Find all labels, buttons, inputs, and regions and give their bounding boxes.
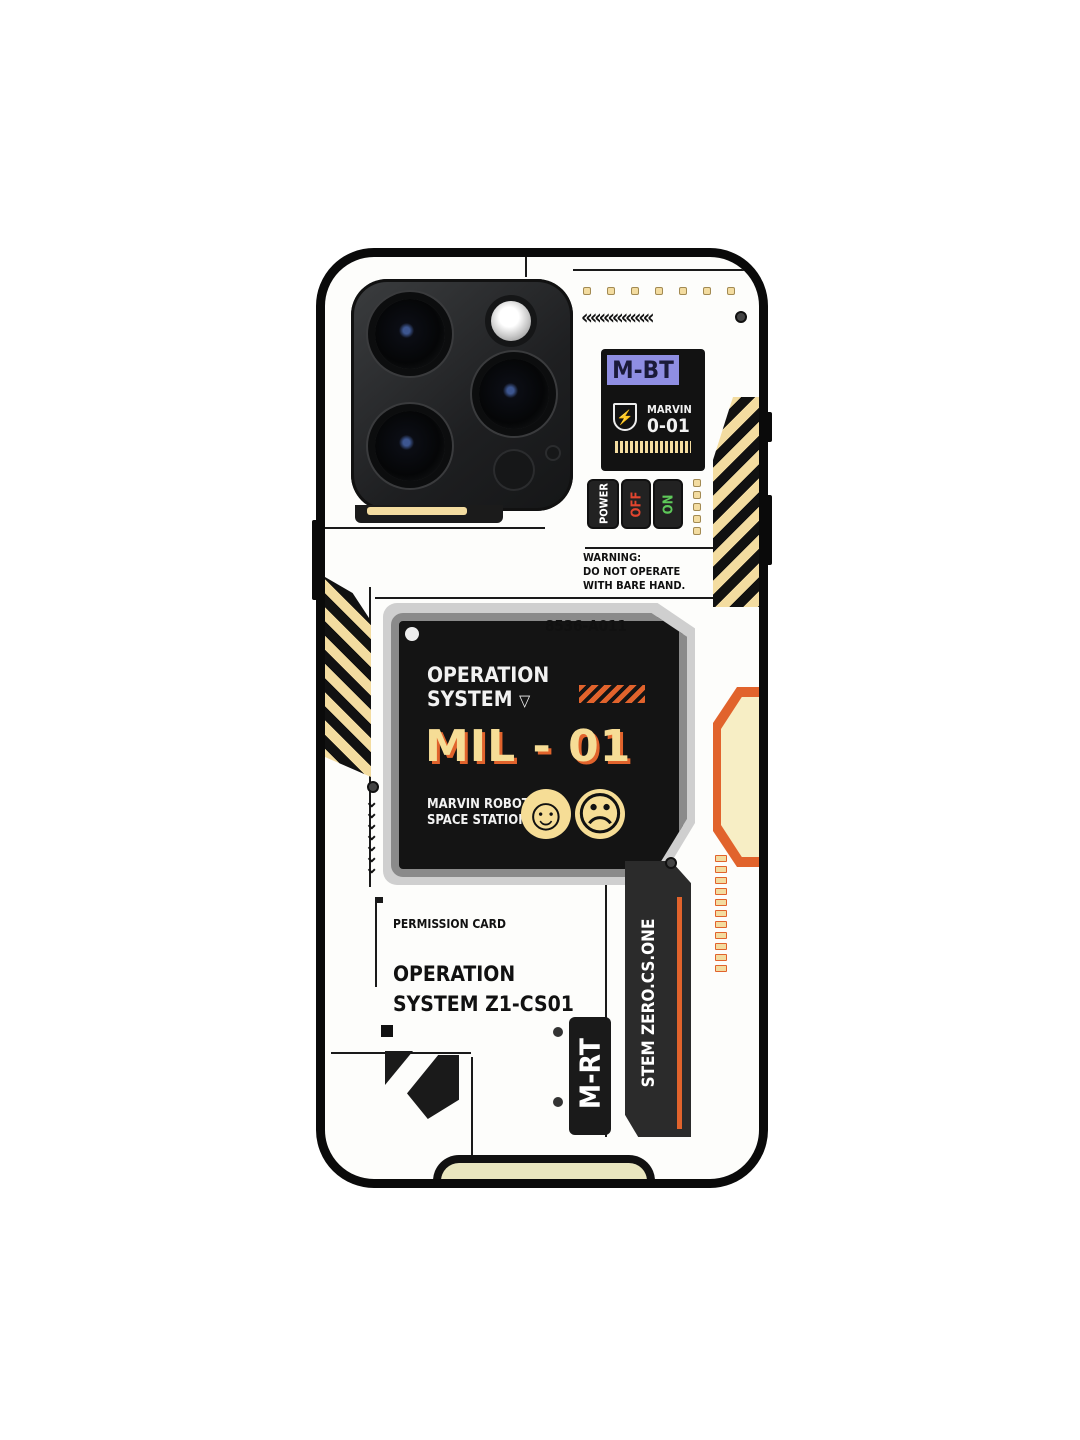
side-button	[766, 495, 772, 565]
marvin-label: MARVIN	[647, 403, 692, 416]
mbt-label: M-BT	[607, 355, 679, 385]
mrt-block: M-RT	[569, 1017, 611, 1135]
chevron-down-icon: ⌄⌄⌄⌄⌄⌄⌄	[365, 794, 379, 877]
permission-line: OPERATION	[393, 962, 516, 986]
permission-label: PERMISSION CARD	[393, 917, 506, 931]
warning-line: WARNING:	[583, 551, 642, 564]
microphone-icon	[547, 447, 559, 459]
circuit-line	[375, 897, 377, 987]
shield-icon: ⚡	[613, 403, 637, 431]
phone-case: ‹‹‹‹‹‹‹‹‹‹‹‹‹‹‹‹ M-BT ⚡ MARVIN 0-01 POWE…	[316, 248, 768, 1188]
circuit-line	[585, 547, 715, 549]
camera-module	[351, 279, 573, 511]
triangle-down-icon: ▽	[519, 691, 531, 710]
warning-text: WARNING: DO NOT OPERATE WITH BARE HAND.	[583, 551, 685, 593]
off-label: OFF	[629, 491, 645, 518]
mrt-label: M-RT	[573, 1038, 607, 1109]
off-switch: OFF	[621, 479, 651, 529]
indicator-lights	[693, 479, 703, 535]
diamond-shape	[407, 1055, 459, 1119]
hexagon-panel	[721, 697, 759, 857]
screw-icon	[553, 1097, 563, 1107]
flash-icon	[491, 301, 531, 341]
on-switch: ON	[653, 479, 683, 529]
screen-sub: MARVIN ROBOT SPACE STATION	[427, 797, 530, 829]
sad-face-icon: ☹	[575, 788, 625, 840]
circuit-line	[605, 877, 607, 1137]
connector-block	[381, 1025, 393, 1037]
circuit-line	[525, 257, 527, 277]
screw-icon	[735, 311, 747, 323]
screw-icon	[665, 857, 677, 869]
system-label: STEM ZERO.CS.ONE	[639, 918, 659, 1088]
indicator-lights	[583, 287, 753, 299]
happy-face-icon: ☺	[521, 788, 571, 840]
screw-icon	[553, 1027, 563, 1037]
hazard-stripes	[579, 685, 645, 703]
marvin-code: 0-01	[647, 415, 690, 437]
warning-line: WITH BARE HAND.	[583, 579, 686, 592]
sensor-icon	[495, 451, 533, 489]
chevron-icon: ‹‹‹‹‹‹‹‹‹‹‹‹‹‹‹‹	[581, 305, 655, 329]
accent-stripe	[677, 897, 682, 1129]
screen-sub-line: SPACE STATION	[427, 813, 528, 828]
warning-line: DO NOT OPERATE	[583, 565, 681, 578]
camera-lens	[375, 411, 445, 481]
on-label: ON	[661, 494, 677, 515]
model-label: MIL - 01	[425, 721, 632, 772]
hazard-stripes	[325, 577, 371, 777]
indicator-lights	[715, 855, 729, 975]
side-button	[766, 412, 772, 442]
barcode	[615, 441, 691, 453]
camera-lens	[479, 359, 549, 429]
circuit-line	[471, 1057, 473, 1157]
screen-sub-line: MARVIN ROBOT	[427, 797, 530, 812]
screen-line2: SYSTEM ▽	[427, 687, 530, 711]
hazard-stripes	[713, 397, 759, 607]
power-switch: POWER	[587, 479, 619, 529]
screen-line2-text: SYSTEM	[427, 687, 513, 711]
permission-title: OPERATION SYSTEM Z1-CS01	[393, 959, 574, 1019]
camera-base	[355, 505, 503, 523]
triangle-shape	[385, 1051, 413, 1085]
circuit-line	[325, 527, 545, 529]
mbt-badge: M-BT ⚡ MARVIN 0-01	[601, 349, 705, 471]
circuit-line	[377, 897, 383, 903]
camera-lens	[375, 299, 445, 369]
circuit-line	[375, 597, 735, 599]
screen-line1: OPERATION	[427, 663, 550, 687]
circuit-line	[573, 269, 759, 271]
port-cutout	[433, 1155, 655, 1179]
volume-button	[312, 520, 318, 600]
screen-code: 8536-A011	[545, 617, 627, 635]
screw-icon	[367, 781, 379, 793]
power-label: POWER	[597, 483, 611, 524]
main-screen: OPERATION SYSTEM ▽ MIL - 01 MARVIN ROBOT…	[391, 613, 687, 877]
target-icon	[405, 627, 419, 641]
permission-line: SYSTEM Z1-CS01	[393, 992, 574, 1016]
